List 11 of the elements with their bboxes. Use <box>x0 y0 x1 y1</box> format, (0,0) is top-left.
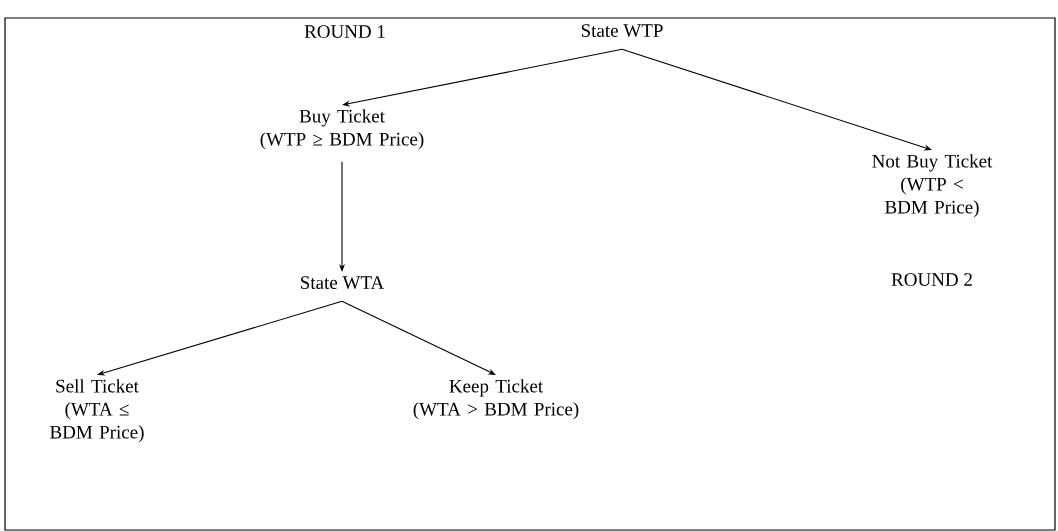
decision-text: Not Buy Ticket (WTP < BDM Price) <box>872 154 993 218</box>
round-label: ROUND 2 <box>891 273 972 286</box>
round-label: ROUND 1 <box>304 25 385 38</box>
arrow <box>621 48 932 151</box>
decision-text: Sell Ticket (WTA ≤ BDM Price) <box>50 379 144 443</box>
arrow <box>341 300 496 375</box>
decision-text: Keep Ticket (WTA > BDM Price) <box>413 379 579 420</box>
arrow <box>97 300 343 376</box>
decision-text: State WTA <box>301 276 385 290</box>
decision-text: State WTP <box>581 24 663 38</box>
decision-text: Buy Ticket (WTP ≥ BDM Price) <box>260 109 424 150</box>
